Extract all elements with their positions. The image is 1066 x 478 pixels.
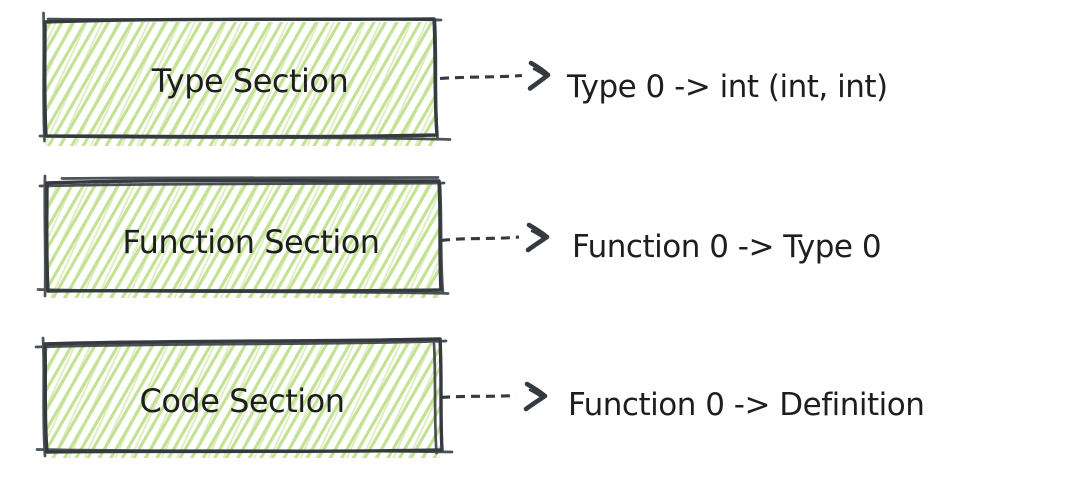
function-section-annotation: Function 0 -> Type 0: [572, 229, 881, 265]
code-section-arrowhead-icon: [523, 381, 548, 412]
function-section-arrow-line: [440, 235, 520, 243]
function-section-box-fill-overlay: [47, 183, 439, 298]
code-section-label: Code Section: [140, 382, 345, 420]
type-section-label: Type Section: [151, 62, 349, 100]
code-section-arrowhead-inner: [528, 388, 543, 398]
code-section-arrow-line: [440, 393, 517, 400]
row-code-section: Code Section Function 0 -> Definition: [34, 336, 925, 458]
type-section-arrowhead-inner: [532, 67, 547, 77]
code-section-box-fill-overlay: [46, 343, 440, 458]
type-section-arrow: [439, 60, 551, 91]
function-section-arrowhead-icon: [525, 222, 550, 253]
function-section-box-border: [45, 178, 443, 293]
type-section-box-border-sketch: [38, 11, 452, 143]
type-section-box-fill-overlay: [45, 22, 435, 146]
row-function-section: Function Section Function 0 -> Type 0: [36, 174, 882, 298]
type-section-annotation: Type 0 -> int (int, int): [566, 69, 888, 105]
type-section-arrow-line: [439, 73, 523, 81]
code-section-annotation: Function 0 -> Definition: [568, 387, 924, 423]
function-section-label: Function Section: [122, 223, 379, 261]
type-section-arrowhead-icon: [527, 60, 551, 91]
function-section-box-border-sketch: [36, 174, 450, 298]
function-section-arrowhead-inner: [530, 229, 545, 239]
code-section-box-border-sketch: [34, 336, 454, 458]
function-section-arrow: [440, 222, 550, 253]
code-section-arrow: [440, 381, 548, 412]
row-type-section: Type Section Type 0 -> int (int, int): [38, 11, 888, 146]
